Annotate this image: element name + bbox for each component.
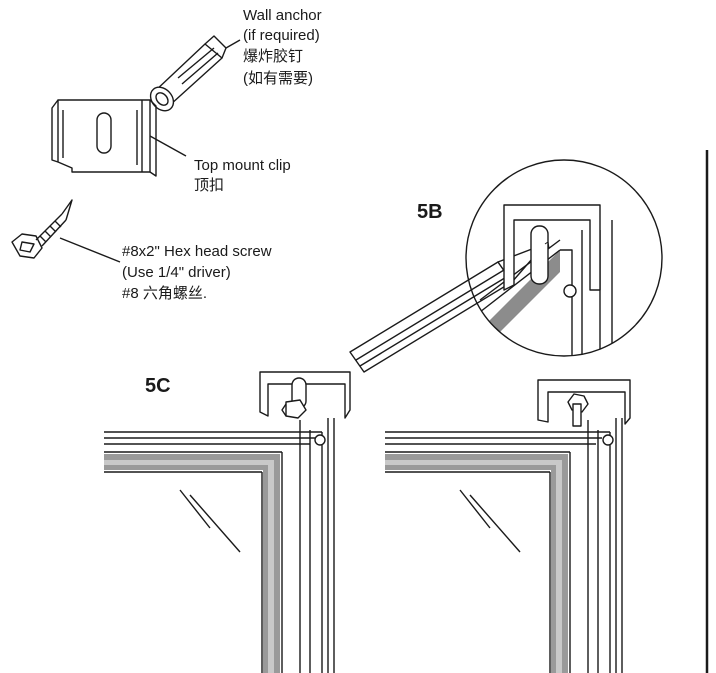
wall-anchor-label-1: Wall anchor	[243, 7, 322, 24]
hex-screw-icon	[11, 199, 121, 263]
top-mount-clip-label-1: Top mount clip	[194, 157, 291, 174]
wall-anchor-label-4: (如有需要)	[243, 70, 313, 87]
step-5c-label: 5C	[145, 375, 171, 397]
frame-right	[385, 379, 631, 673]
hex-screw-label-3: #8 六角螺丝.	[122, 285, 208, 302]
top-mount-clip-label-2: 顶扣	[194, 177, 225, 194]
wall-anchor-icon	[149, 35, 241, 112]
hex-screw-label-1: #8x2" Hex head screw	[122, 243, 272, 260]
wall-anchor-label-3: 爆炸胶钉	[243, 48, 304, 65]
step-5b-label: 5B	[417, 201, 443, 223]
hex-screw-label-2: (Use 1/4" driver)	[122, 264, 231, 281]
frame-5c	[104, 371, 351, 673]
top-mount-clip-icon	[51, 99, 187, 177]
wall-anchor-label-2: (if required)	[243, 27, 320, 44]
